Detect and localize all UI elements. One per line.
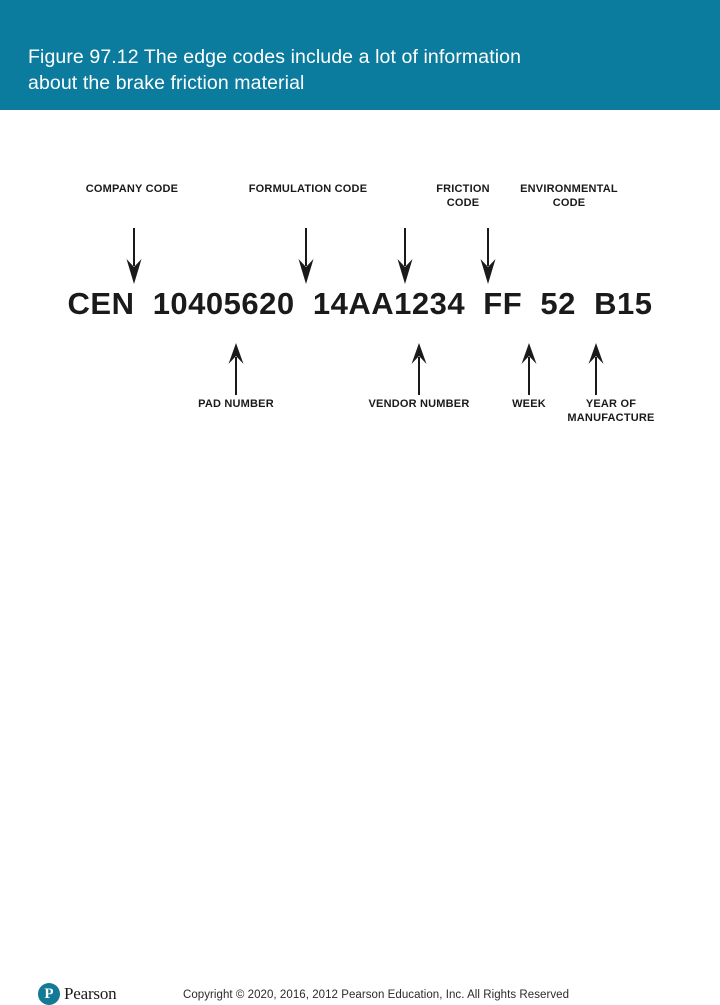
down-arrow-icon: [297, 228, 315, 284]
slide-header-banner: Figure 97.12 The edge codes include a lo…: [0, 0, 720, 110]
label-friction-code: FRICTION CODE: [436, 183, 490, 209]
copyright-text: Copyright © 2020, 2016, 2012 Pearson Edu…: [182, 989, 570, 1001]
down-arrow-icon: [396, 228, 414, 284]
label-pad-number: PAD NUMBER: [198, 398, 274, 410]
figure-edge-code-diagram: COMPANY CODE FORMULATION CODE FRICTION C…: [0, 110, 720, 480]
down-arrow-icon: [479, 228, 497, 284]
label-vendor-number: VENDOR NUMBER: [368, 398, 470, 410]
down-arrow-icon: [125, 228, 143, 284]
up-arrow-icon: [227, 343, 245, 395]
page-title: Figure 97.12 The edge codes include a lo…: [28, 46, 522, 94]
label-year-of-manufacture: YEAR OF MANUFACTURE: [567, 398, 655, 424]
up-arrow-icon: [587, 343, 605, 395]
up-arrow-icon: [520, 343, 538, 395]
label-company-code: COMPANY CODE: [85, 183, 179, 195]
label-week: WEEK: [512, 398, 546, 410]
label-formulation-code: FORMULATION CODE: [248, 183, 368, 195]
label-environmental-code: ENVIRONMENTAL CODE: [520, 183, 618, 209]
edge-code-text: CEN 10405620 14AA1234 FF 52 B15: [67, 286, 653, 321]
slide-footer: P Pearson Copyright © 2020, 2016, 2012 P…: [0, 480, 720, 1005]
up-arrow-icon: [410, 343, 428, 395]
